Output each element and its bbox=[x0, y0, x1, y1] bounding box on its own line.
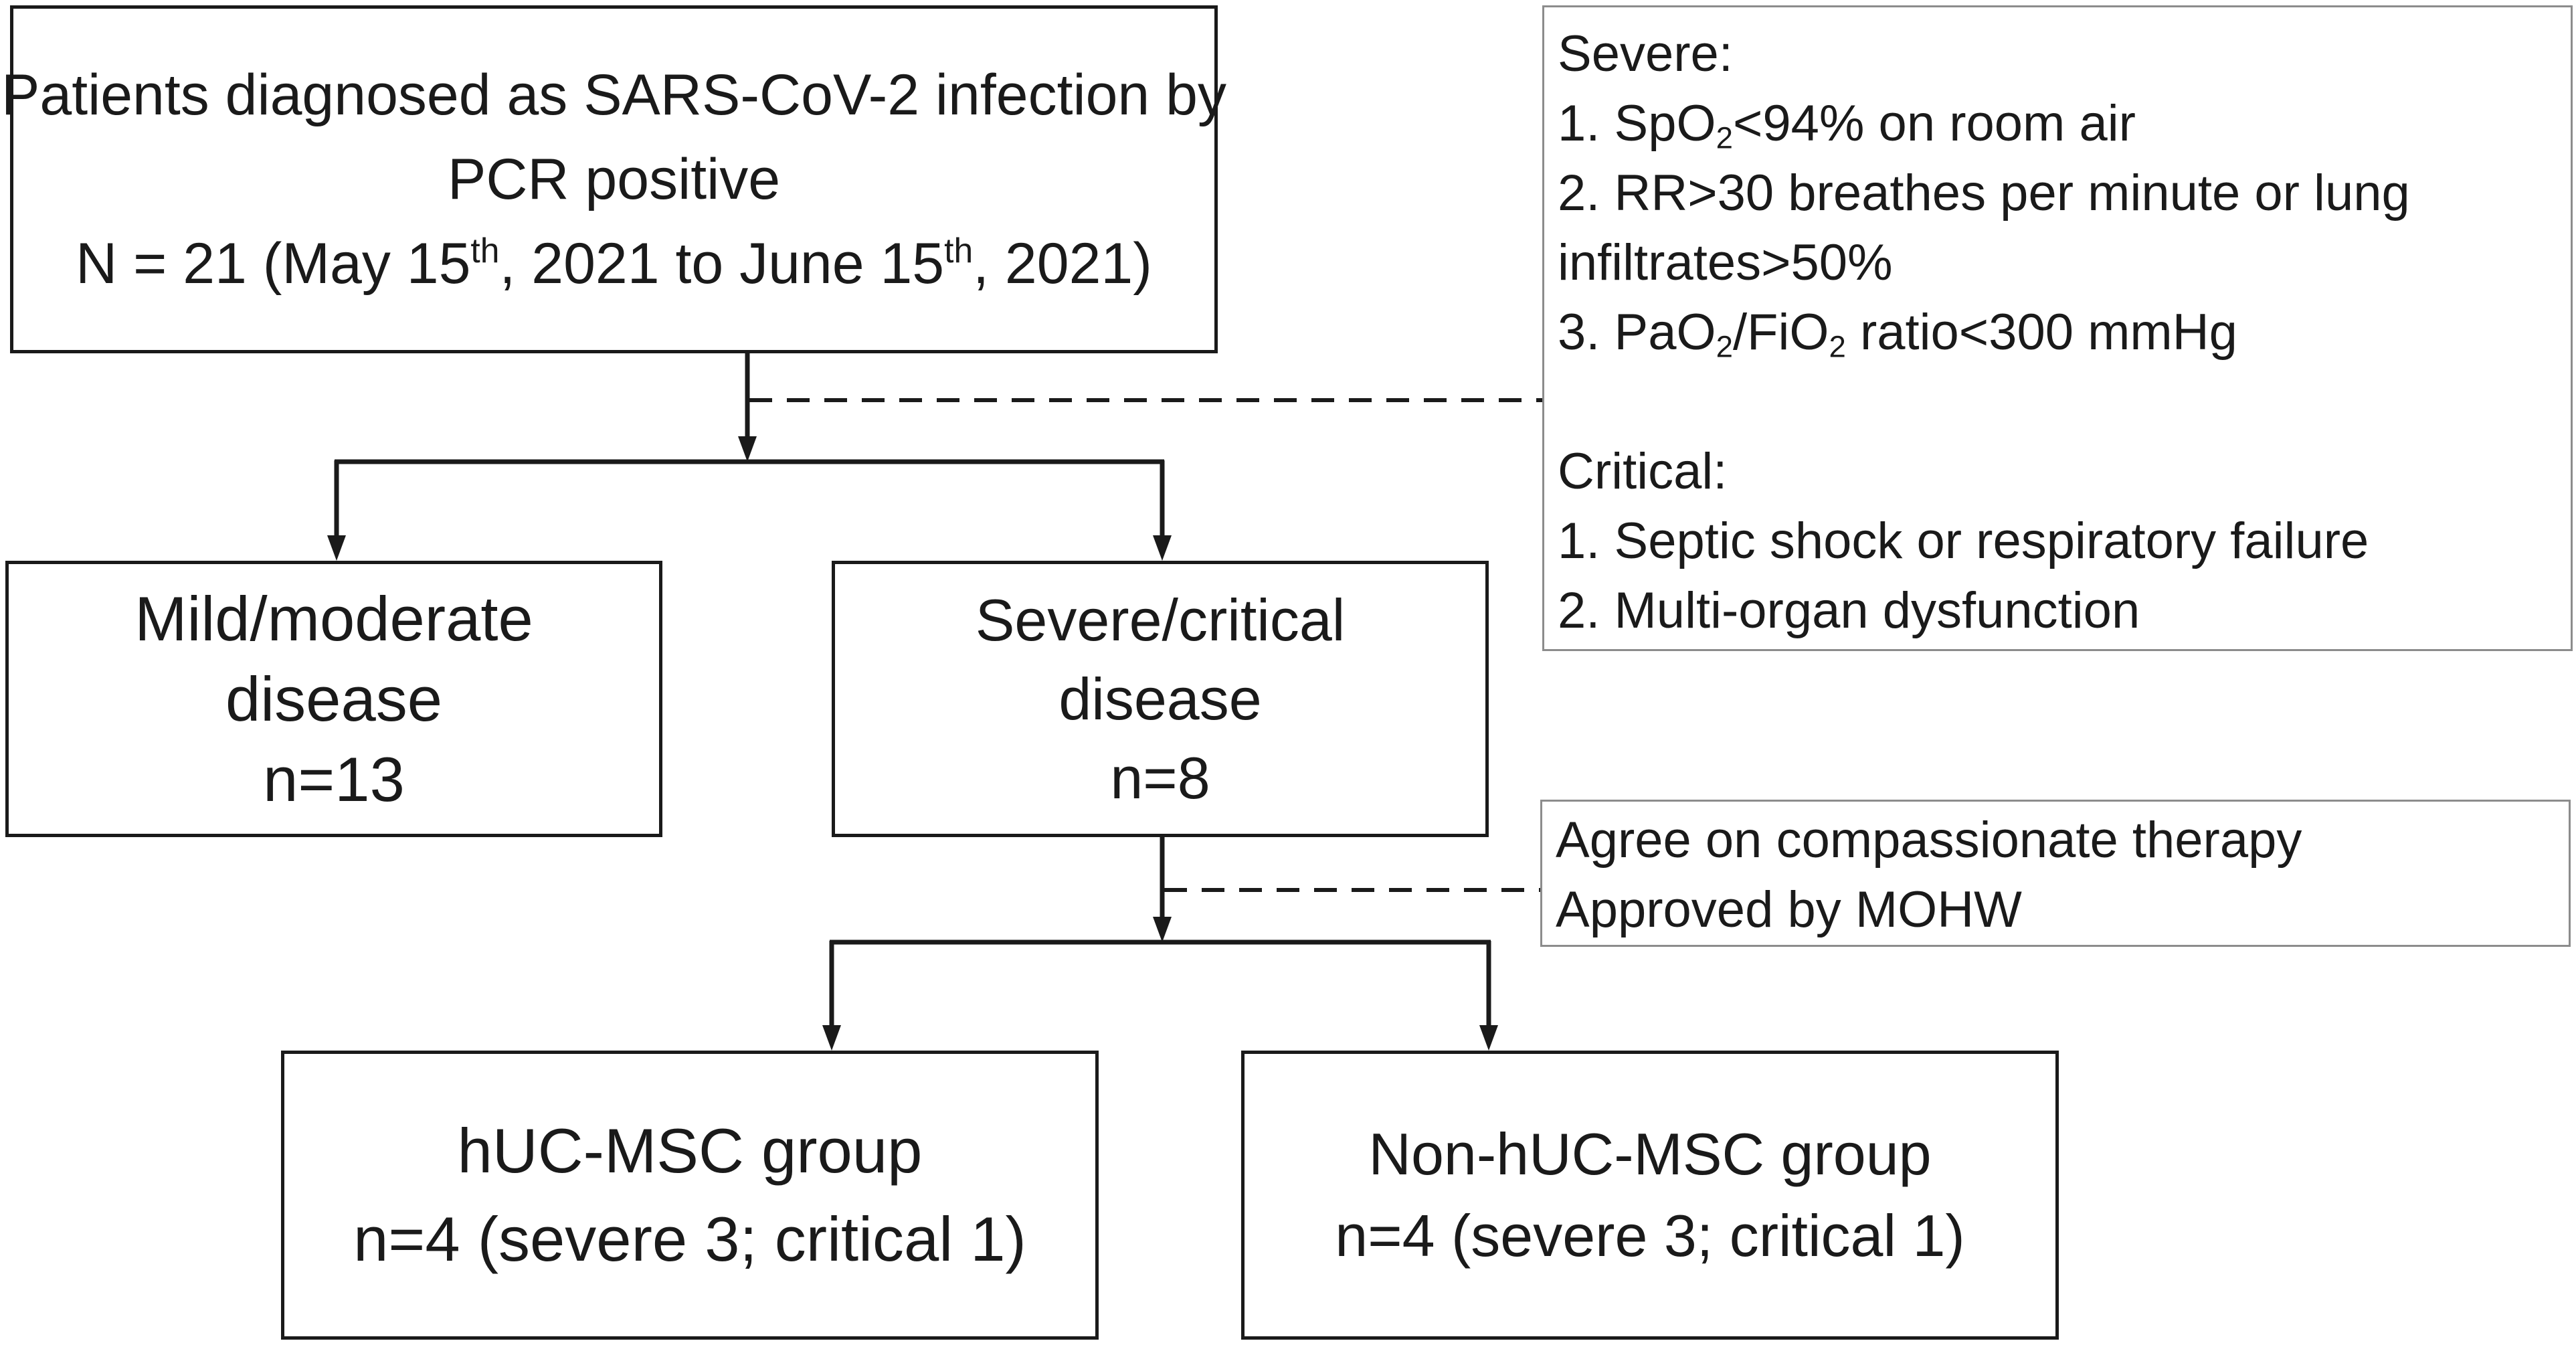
severe-down-arrowhead bbox=[1153, 917, 1172, 942]
severe-criterion-2-line-1: 2. RR>30 breathes per minute or lung bbox=[1558, 165, 2410, 221]
severe-criterion-3-middle: /FiO bbox=[1732, 304, 1829, 361]
start-count-line: N = 21 (May 15th, 2021 to June 15th, 202… bbox=[76, 221, 1152, 306]
severe-line-1: Severe/critical bbox=[975, 586, 1346, 653]
critical-criteria-heading: Critical: bbox=[1558, 443, 1728, 500]
start-count-prefix: N = 21 (May 15 bbox=[76, 232, 471, 296]
start-line-2: PCR positive bbox=[447, 147, 781, 211]
severe-criterion-1-subscript: 2 bbox=[1716, 120, 1733, 155]
start-box-patients-diagnosed: Patients diagnosed as SARS-CoV-2 infecti… bbox=[1, 5, 1226, 353]
mild-count: n=13 bbox=[263, 743, 405, 814]
severe-criterion-3-prefix: 3. PaO bbox=[1558, 304, 1716, 361]
non-huc-msc-group-box: Non-hUC-MSC group n=4 (severe 3; critica… bbox=[1241, 1051, 2059, 1340]
severe-criterion-3-subscript-1: 2 bbox=[1716, 329, 1733, 364]
mild-line-2: disease bbox=[225, 663, 442, 734]
start-count-middle: , 2021 to June 15 bbox=[499, 232, 945, 296]
start-superscript-th-2: th bbox=[944, 231, 974, 270]
criteria-note-box: Severe: 1. SpO2<94% on room air 2. RR>30… bbox=[1542, 5, 2573, 651]
critical-criterion-2: 2. Multi-organ dysfunction bbox=[1558, 582, 2140, 639]
mild-moderate-disease-box: Mild/moderate disease n=13 bbox=[5, 561, 662, 837]
compassion-line-2: Approved by MOHW bbox=[1556, 881, 2022, 938]
severe-criterion-3-subscript-2: 2 bbox=[1829, 329, 1846, 364]
huc-line-1: hUC-MSC group bbox=[457, 1115, 923, 1186]
huc-arrowhead bbox=[822, 1025, 841, 1051]
mild-line-1: Mild/moderate bbox=[134, 583, 533, 654]
severe-criterion-3-suffix: ratio<300 mmHg bbox=[1845, 304, 2237, 361]
mild-arrowhead bbox=[327, 535, 346, 561]
nonhuc-line-1: Non-hUC-MSC group bbox=[1368, 1121, 1932, 1187]
nonhuc-arrowhead bbox=[1479, 1025, 1498, 1051]
severe-criterion-2-line-2: infiltrates>50% bbox=[1558, 234, 1893, 291]
severe-criterion-3: 3. PaO2/FiO2 ratio<300 mmHg bbox=[1558, 298, 2571, 367]
criteria-spacer bbox=[1558, 367, 2571, 437]
critical-criterion-1: 1. Septic shock or respiratory failure bbox=[1558, 513, 2369, 569]
huc-line-2: n=4 (severe 3; critical 1) bbox=[353, 1204, 1026, 1274]
severe-arrowhead bbox=[1153, 535, 1172, 561]
start-line-1: Patients diagnosed as SARS-CoV-2 infecti… bbox=[1, 63, 1226, 127]
severe-count: n=8 bbox=[1110, 744, 1210, 811]
start-down-arrowhead bbox=[738, 436, 757, 462]
severe-criterion-1: 1. SpO2<94% on room air bbox=[1558, 89, 2571, 159]
severe-criteria-heading: Severe: bbox=[1558, 25, 1733, 82]
severe-line-2: disease bbox=[1059, 665, 1262, 732]
nonhuc-line-2: n=4 (severe 3; critical 1) bbox=[1335, 1202, 1965, 1269]
severe-criterion-1-suffix: <94% on room air bbox=[1732, 95, 2136, 152]
huc-msc-group-box: hUC-MSC group n=4 (severe 3; critical 1) bbox=[281, 1051, 1099, 1340]
compassion-line-1: Agree on compassionate therapy bbox=[1556, 812, 2302, 869]
severe-criterion-1-prefix: 1. SpO bbox=[1558, 95, 1716, 152]
start-count-suffix: , 2021) bbox=[973, 232, 1152, 296]
compassionate-therapy-note-box: Agree on compassionate therapy Approved … bbox=[1540, 800, 2571, 947]
severe-critical-disease-box: Severe/critical disease n=8 bbox=[832, 561, 1489, 837]
start-superscript-th-1: th bbox=[470, 231, 500, 270]
